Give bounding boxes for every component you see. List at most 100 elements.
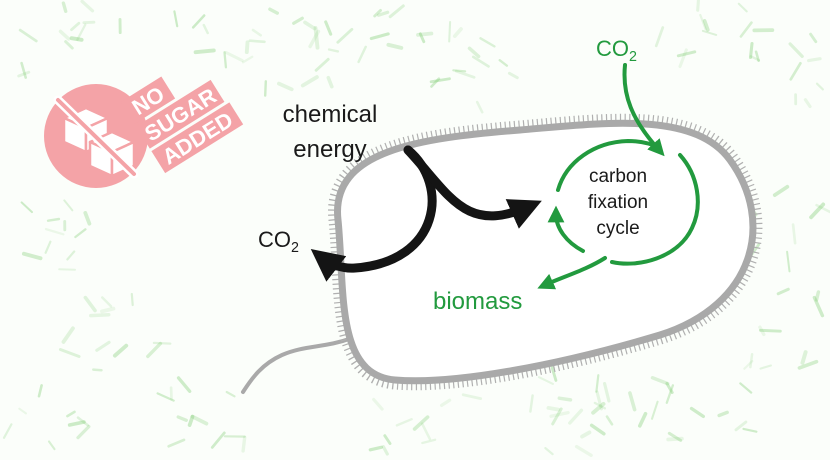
- background-bacterium: [475, 100, 484, 114]
- co2-input-label: CO2: [596, 36, 637, 65]
- badge-banner-no: [120, 76, 176, 124]
- cycle-ring-right: [610, 153, 700, 266]
- background-bacterium: [759, 328, 782, 333]
- background-bacterium: [388, 4, 405, 19]
- background-bacterium: [529, 394, 534, 413]
- background-bacterium: [754, 50, 760, 63]
- cycle-ring-top: [556, 138, 662, 192]
- background-bacterium: [452, 27, 463, 38]
- background-bacterium: [241, 55, 254, 64]
- background-bacterium: [759, 364, 772, 370]
- background-bacterium: [70, 21, 81, 32]
- background-bacterium: [83, 210, 92, 226]
- background-bacterium: [44, 240, 52, 254]
- background-bacterium: [112, 343, 129, 358]
- background-bacterium: [395, 418, 413, 427]
- background-bacterium: [595, 374, 600, 393]
- background-bacterium: [803, 98, 812, 109]
- background-bacterium: [187, 414, 195, 427]
- background-bacterium: [63, 199, 74, 212]
- chemical-energy-arrows: [310, 145, 542, 282]
- chemical-energy-label-line2: energy: [293, 136, 366, 163]
- background-bacterium: [66, 410, 76, 418]
- background-bacterium: [76, 424, 91, 440]
- background-bacterium: [429, 77, 451, 84]
- background-bacterium: [324, 20, 333, 36]
- background-bacterium: [605, 415, 614, 426]
- co2-output-base: CO: [258, 227, 291, 252]
- background-bacterium: [82, 20, 96, 25]
- background-bacterium: [176, 376, 192, 393]
- background-bacterium: [327, 48, 340, 53]
- background-bacterium: [303, 20, 317, 31]
- background-bacterium: [815, 82, 825, 91]
- background-bacterium: [89, 312, 111, 318]
- energy-to-cycle-arrow: [403, 145, 542, 229]
- background-bacterium: [58, 348, 81, 358]
- background-bacterium: [95, 340, 111, 352]
- background-bacterium: [416, 31, 434, 37]
- background-bacterium: [76, 416, 90, 427]
- background-bacterium: [654, 26, 665, 48]
- carbon-fixation-cycle: [537, 63, 700, 290]
- background-bacterium: [191, 14, 206, 29]
- cycle-label-line1: carbon: [589, 166, 647, 187]
- background-bacterium: [550, 365, 558, 382]
- background-bacterium: [376, 10, 390, 17]
- background-bacterium: [546, 405, 561, 412]
- background-bacterium: [650, 376, 670, 386]
- background-bacterium: [46, 217, 61, 222]
- cycle-label-line2: fixation: [588, 192, 648, 213]
- background-bacterium: [326, 75, 334, 89]
- co2-output-label: CO2: [258, 227, 299, 256]
- background-bacterium: [776, 287, 790, 296]
- background-bacterium: [665, 384, 675, 404]
- background-bacterium: [190, 414, 209, 426]
- background-bacterium: [101, 296, 113, 308]
- background-bacterium: [815, 203, 830, 214]
- background-bacterium: [368, 445, 383, 452]
- background-bacterium: [772, 184, 790, 198]
- background-bacterium: [20, 61, 28, 79]
- background-bacterium: [666, 436, 684, 442]
- background-bacterium: [749, 352, 754, 369]
- background-bacterium: [544, 447, 554, 456]
- background-bacterium: [313, 26, 320, 50]
- background-bacterium: [37, 384, 43, 398]
- background-bacterium: [74, 228, 87, 239]
- background-bacterium: [176, 415, 188, 422]
- background-bacterium: [734, 420, 748, 432]
- background-bacterium: [797, 359, 819, 370]
- background-bacterium: [412, 415, 430, 431]
- background-bacterium: [420, 422, 432, 441]
- co2-input-subscript: 2: [629, 49, 637, 65]
- background-bacterium: [806, 57, 822, 63]
- background-bacterium: [786, 250, 791, 273]
- background-bacterium: [595, 390, 603, 411]
- background-bacterium: [66, 250, 76, 261]
- background-bacterium: [739, 382, 753, 394]
- background-bacterium: [699, 13, 707, 31]
- background-bacterium: [758, 325, 766, 337]
- background-bacterium: [251, 28, 263, 37]
- background-bacterium: [665, 382, 674, 394]
- background-bacterium: [167, 438, 186, 448]
- background-bacterium: [791, 223, 797, 245]
- background-bacterium: [507, 71, 519, 80]
- background-bacterium: [717, 410, 729, 418]
- background-bacterium: [498, 59, 509, 67]
- background-bacterium: [69, 36, 84, 42]
- background-bacterium: [381, 445, 389, 456]
- background-bacterium: [557, 396, 573, 402]
- background-bacterium: [92, 368, 103, 372]
- background-bacterium: [264, 80, 267, 97]
- background-bacterium: [788, 42, 804, 59]
- background-bacterium: [67, 420, 86, 427]
- background-bacterium: [193, 48, 216, 55]
- no-sugar-added-badge: NO SUGAR ADDED: [44, 76, 244, 188]
- background-bacterium: [568, 408, 584, 425]
- background-bacterium: [430, 77, 441, 88]
- background-bacterium: [18, 407, 27, 415]
- background-bacterium: [696, 0, 701, 12]
